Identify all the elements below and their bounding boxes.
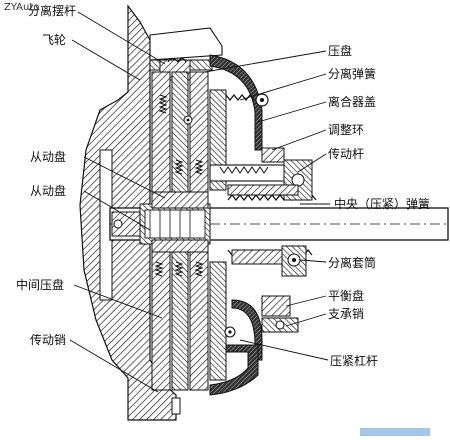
label-release-spring: 分离弹簧	[328, 67, 377, 81]
label-center-spring: 中央（压紧）弹簧	[334, 197, 431, 211]
flywheel-top-plate	[149, 27, 223, 61]
label-adjust-ring: 调整环	[328, 123, 365, 137]
label-support-pin: 支承销	[328, 307, 365, 321]
label-driven-disc-2: 从动盘	[30, 184, 67, 198]
label-flywheel: 飞轮	[42, 33, 67, 47]
label-middle-pressure-plate: 中间压盘	[16, 278, 65, 292]
label-balance-disc: 平衡盘	[328, 289, 365, 303]
label-release-sleeve: 分离套筒	[328, 256, 377, 270]
lower-driven-disc-block	[151, 249, 171, 391]
upper-driven-disc-block	[151, 71, 171, 193]
label-drive-rod: 传动杆	[328, 147, 365, 161]
label-clutch-cover: 离合器盖	[328, 95, 377, 109]
adjust-ring-block	[261, 147, 285, 163]
leader-lines	[69, 11, 330, 393]
clutch-cover-shell	[209, 54, 263, 151]
label-release-lever: 分离摆杆	[28, 4, 77, 18]
release-spring-coil	[221, 94, 255, 101]
watermark-text: ZYAuto	[4, 2, 40, 13]
balance-disc-block	[261, 295, 291, 317]
label-driven-disc-1: 从动盘	[30, 150, 67, 164]
label-pressure-plate: 压盘	[328, 44, 353, 58]
label-drive-pin: 传动销	[30, 333, 67, 347]
label-press-lever: 压紧杠杆	[330, 354, 379, 368]
